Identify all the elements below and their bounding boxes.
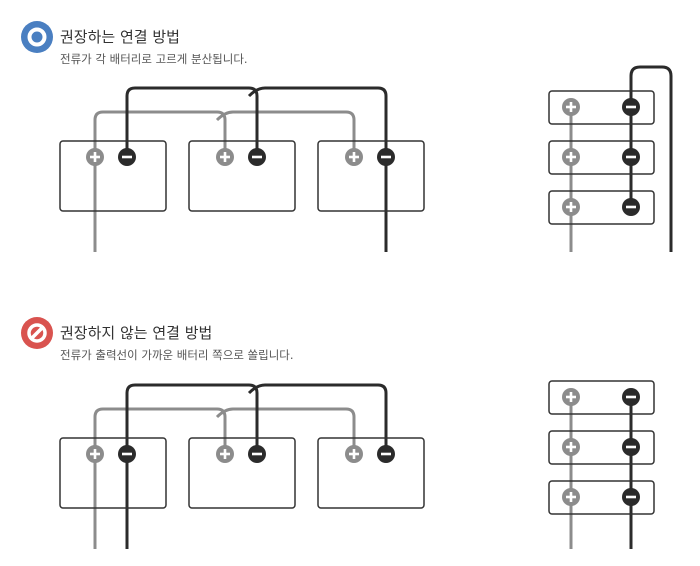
positive-terminal-icon [216,148,234,166]
positive-wire [93,407,227,549]
battery [548,190,655,225]
not-recommended-vertical-diagram [548,380,655,549]
negative-terminal-icon [118,445,136,463]
positive-terminal-icon [345,148,363,166]
recommended-vertical-diagram [548,65,673,252]
not-recommended-badge-icon [20,316,54,350]
negative-terminal-icon [622,98,640,116]
positive-wire [215,110,356,157]
battery [317,437,425,509]
positive-terminal-icon [562,388,580,406]
positive-terminal-icon [562,438,580,456]
recommended-title: 권장하는 연결 방법 [60,28,180,46]
positive-wire [93,110,227,252]
positive-terminal-icon [562,198,580,216]
positive-wire [215,407,356,454]
negative-terminal-icon [248,445,266,463]
positive-terminal-icon [86,148,104,166]
negative-wire [125,86,259,157]
battery [548,430,655,465]
negative-terminal-icon [622,388,640,406]
battery [59,140,167,212]
negative-terminal-icon [622,488,640,506]
battery [548,480,655,515]
battery [548,380,655,415]
not-recommended-horizontal-diagram [59,383,425,549]
recommended-description: 전류가 각 배터리로 고르게 분산됩니다. [60,52,248,66]
recommended-badge-icon [20,20,54,54]
battery [548,90,655,125]
negative-terminal-icon [118,148,136,166]
negative-wire [125,383,259,549]
negative-terminal-icon [622,148,640,166]
positive-terminal-icon [562,488,580,506]
battery [548,140,655,175]
negative-terminal-icon [622,438,640,456]
negative-wire [247,86,388,252]
positive-terminal-icon [562,98,580,116]
negative-terminal-icon [248,148,266,166]
positive-terminal-icon [562,148,580,166]
negative-wire [629,65,673,252]
not-recommended-description: 전류가 출력선이 가까운 배터리 쪽으로 쏠립니다. [60,348,294,362]
negative-terminal-icon [377,445,395,463]
negative-terminal-icon [622,198,640,216]
negative-terminal-icon [377,148,395,166]
battery [59,437,167,509]
battery [317,140,425,212]
negative-wire [247,383,388,454]
battery [188,140,296,212]
recommended-horizontal-diagram [59,86,425,252]
not-recommended-title: 권장하지 않는 연결 방법 [60,324,213,342]
positive-terminal-icon [345,445,363,463]
positive-terminal-icon [86,445,104,463]
battery [188,437,296,509]
positive-terminal-icon [216,445,234,463]
